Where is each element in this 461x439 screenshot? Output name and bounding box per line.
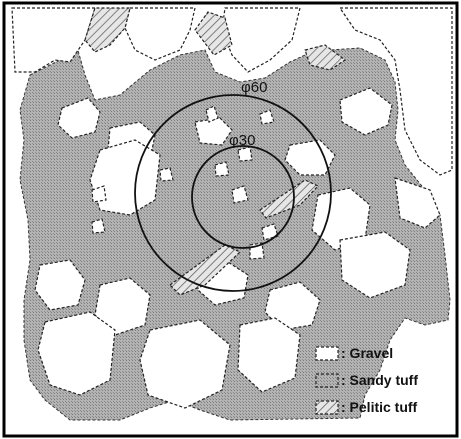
pelitic-tuff-swatch [316, 401, 338, 414]
gravel-clast [238, 147, 252, 161]
gravel-swatch [316, 347, 338, 360]
gravel-clast [90, 140, 160, 215]
gravel-clast [92, 219, 105, 233]
gravel-clast [38, 312, 115, 395]
legend-gravel-label: : Gravel [341, 345, 393, 361]
legend-pelitic-tuff-label: : Pelitic tuff [341, 399, 418, 415]
sandy-tuff-swatch [316, 374, 338, 387]
circle-phi-60-label: φ60 [241, 79, 267, 96]
legend-sandy-tuff-label: : Sandy tuff [341, 372, 418, 388]
circle-phi-30-label: φ30 [229, 132, 255, 149]
gravel-clast [160, 168, 173, 181]
